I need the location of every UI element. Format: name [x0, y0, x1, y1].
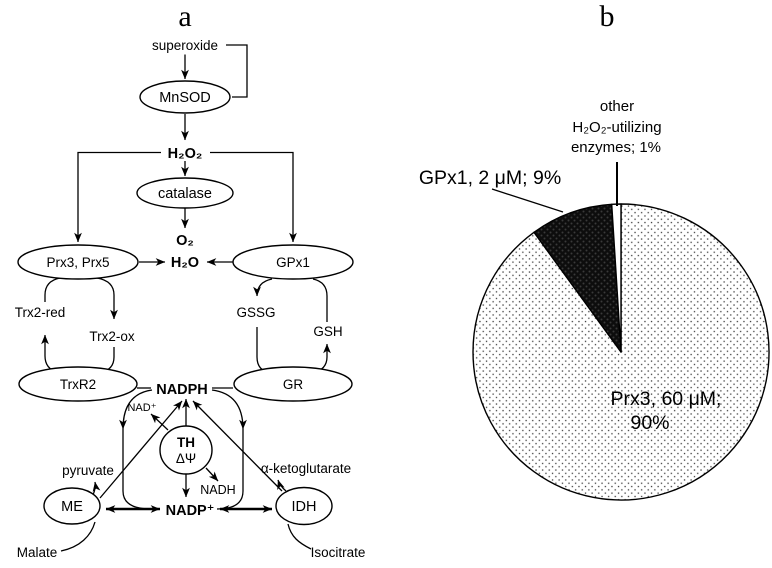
- gpx1-leader-line: [491, 188, 564, 213]
- catalase-label: catalase: [158, 186, 212, 202]
- prx-node: [17, 244, 139, 280]
- trx-cycle-top-left: [44, 277, 61, 302]
- arrow-h2o2-to-gpx1: [210, 151, 297, 243]
- h2o-label: H₂O: [171, 255, 199, 271]
- akg-label: α-ketoglutarate: [261, 461, 351, 476]
- nadh-label: NADH: [200, 483, 235, 497]
- arrow-me-to-nadph: [99, 400, 183, 499]
- mnsod-label: MnSOD: [159, 90, 211, 106]
- other-callout-line2: H₂O₂-utilizing: [572, 119, 661, 136]
- arrow-nadph-down-right: [211, 389, 247, 430]
- th-label: TH: [177, 435, 195, 450]
- gr-label: GR: [283, 377, 304, 392]
- prx3-slice-label-line2: 90%: [630, 412, 669, 434]
- catalase-node: [136, 177, 234, 209]
- arrow-me-to-pyruvate: [92, 481, 101, 496]
- arrow-h2o2-to-prx: [74, 151, 161, 243]
- me-node: [43, 487, 101, 525]
- other-callout-line3: enzymes; 1%: [571, 139, 661, 156]
- malate-entry-curve: [60, 521, 96, 552]
- arrow-th-to-nad: [150, 413, 169, 431]
- arrow-idh-to-akg: [277, 479, 287, 492]
- me-label: ME: [61, 499, 83, 515]
- trxr2-node: [18, 366, 138, 402]
- malate-label: Malate: [17, 545, 58, 560]
- nadp-label: NADP⁺: [166, 503, 215, 519]
- prx-label: Prx3, Prx5: [46, 255, 109, 270]
- th-node: [159, 425, 213, 475]
- isocitrate-entry-curve: [287, 523, 312, 550]
- h2o2-label: H₂O₂: [168, 146, 203, 162]
- superoxide-label: superoxide: [152, 38, 218, 53]
- panel-a-pathway: a: [15, 0, 366, 560]
- pie-slice-gpx1: [533, 203, 622, 353]
- arrow-prx-to-trx2ox: [96, 277, 118, 320]
- superoxide-feedback-line: [226, 44, 248, 98]
- prx3-slice-label-line1: Prx3, 60 μM;: [611, 388, 722, 410]
- arrow-gpx1-to-gssg: [253, 278, 273, 297]
- arrow-trxr2-to-trx2red: [41, 334, 59, 374]
- arrow-th-to-nadh: [205, 467, 219, 482]
- idh-node: [275, 486, 333, 526]
- o2-label: O₂: [176, 233, 194, 249]
- pie: [472, 203, 770, 501]
- idh-label: IDH: [292, 499, 317, 515]
- other-callout-line1: other: [600, 98, 634, 115]
- gsh-label: GSH: [313, 324, 342, 339]
- trx2-ox-label: Trx2-ox: [89, 329, 135, 344]
- nadph-nadp-left-path: [122, 429, 152, 510]
- panel-b-title: b: [600, 0, 615, 33]
- gpx1-label: GPx1: [276, 255, 310, 270]
- gssg-label: GSSG: [236, 305, 275, 320]
- gr-node: [233, 366, 353, 402]
- panel-b-pie-chart: b other H₂O₂-utilizing enzymes; 1% GPx1,…: [419, 0, 770, 501]
- trxr2-label: TrxR2: [60, 377, 96, 392]
- nad-label: NAD⁺: [127, 402, 156, 414]
- nadph-nadp-right-path: [216, 429, 244, 510]
- isocitrate-label: Isocitrate: [311, 545, 366, 560]
- panel-a-title: a: [178, 0, 191, 33]
- gsh-cycle-top-right: [312, 278, 328, 322]
- pyruvate-label: pyruvate: [62, 463, 114, 478]
- gpx1-node: [232, 244, 354, 280]
- arrow-idh-to-nadph: [192, 400, 283, 492]
- gsh-cycle-bottom-left: [256, 327, 272, 374]
- arrow-nadph-down-left: [119, 389, 153, 430]
- nadph-label: NADPH: [156, 382, 208, 398]
- gpx1-callout: GPx1, 2 μM; 9%: [419, 167, 561, 189]
- trx2-red-label: Trx2-red: [15, 305, 66, 320]
- mnsod-node: [139, 80, 231, 114]
- membrane-potential-label: ΔΨ: [176, 451, 196, 466]
